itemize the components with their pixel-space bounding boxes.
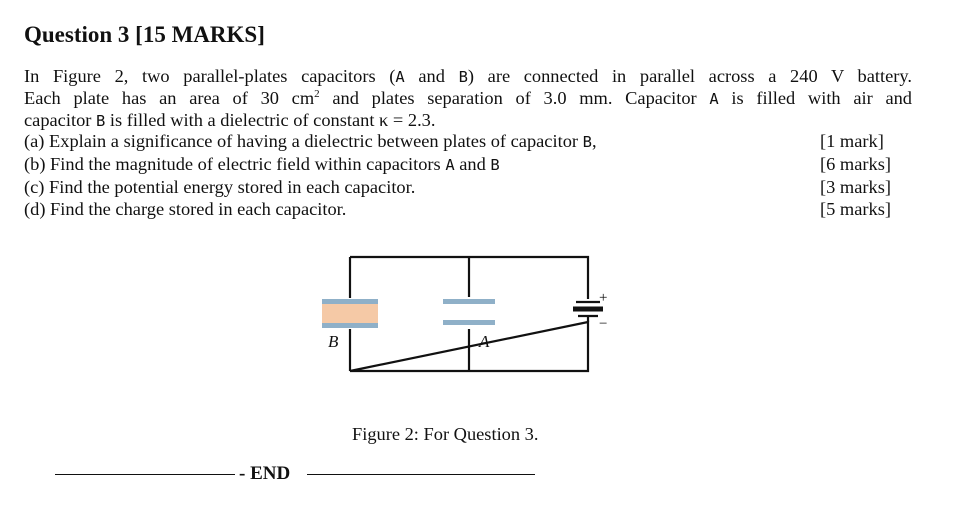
question-title: Question 3 [15 MARKS] (24, 22, 265, 47)
part-a-text: (a) Explain a significance of having a d… (24, 131, 597, 151)
question-paragraph: In Figure 2, two parallel-plates capacit… (24, 66, 912, 132)
dielectric-slab (322, 301, 378, 325)
battery-minus-label: − (599, 316, 607, 332)
circuit-diagram: + − B A (322, 255, 607, 373)
figure-caption: Figure 2: For Question 3. (352, 424, 539, 444)
capacitor-b-bottom-plate (322, 323, 378, 328)
part-c: (c) Find the potential energy stored in … (24, 176, 912, 198)
capacitor-a-label: A (478, 332, 490, 351)
end-marker: - END (55, 463, 535, 485)
circuit-wires (348, 255, 590, 373)
part-c-marks: [3 marks] (820, 177, 891, 197)
part-b-marks: [6 marks] (820, 154, 891, 174)
capacitor-a (443, 299, 495, 325)
part-d-marks: [5 marks] (820, 199, 891, 219)
part-c-text: (c) Find the potential energy stored in … (24, 177, 416, 197)
paragraph-line-3: capacitor B is filled with a dielectric … (24, 110, 436, 130)
capacitor-b (322, 299, 378, 328)
part-b: (b) Find the magnitude of electric field… (24, 153, 912, 176)
end-rule-left (55, 474, 235, 475)
capacitor-b-top-plate (322, 299, 378, 304)
part-d-text: (d) Find the charge stored in each capac… (24, 199, 347, 219)
capacitor-a-top-plate (443, 299, 495, 304)
capacitor-b-label: B (328, 332, 339, 351)
battery (573, 300, 603, 322)
part-b-text: (b) Find the magnitude of electric field… (24, 154, 500, 174)
part-a: (a) Explain a significance of having a d… (24, 130, 912, 153)
end-rule-right (307, 474, 535, 475)
part-d: (d) Find the charge stored in each capac… (24, 198, 912, 220)
paragraph-line-2: Each plate has an area of 30 cm2 and pla… (24, 87, 912, 108)
paragraph-line-1: In Figure 2, two parallel-plates capacit… (24, 66, 912, 86)
battery-plus-label: + (599, 290, 607, 306)
end-text: - END (239, 463, 291, 484)
capacitor-a-bottom-plate (443, 320, 495, 325)
question-parts: (a) Explain a significance of having a d… (24, 130, 912, 220)
part-a-marks: [1 mark] (820, 131, 884, 151)
